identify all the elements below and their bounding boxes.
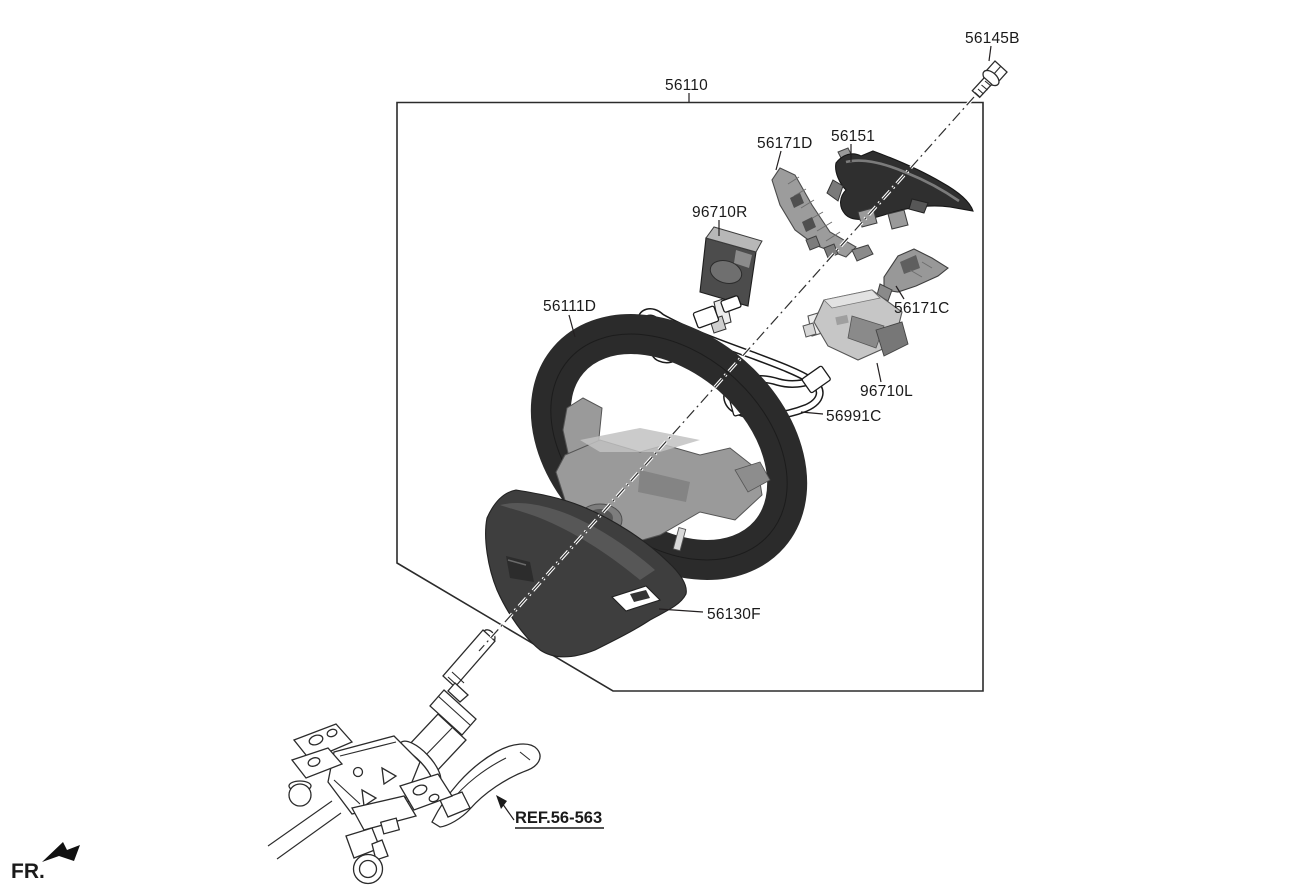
part-label-56171C[interactable]: 56171C <box>894 300 950 317</box>
part-cover-56130F <box>485 489 687 658</box>
reference-label[interactable]: REF.56-563 <box>515 809 602 827</box>
part-label-56151[interactable]: 56151 <box>831 128 875 145</box>
part-label-56171D[interactable]: 56171D <box>757 135 813 152</box>
part-trim-56171C <box>876 248 949 302</box>
part-bezel-56151 <box>826 147 974 230</box>
leader-lines <box>496 45 992 829</box>
part-label-96710R[interactable]: 96710R <box>692 204 748 221</box>
part-switch-96710L <box>802 289 909 361</box>
explosion-axis-line <box>477 95 976 653</box>
front-direction-indicator: FR. <box>11 842 80 883</box>
fr-label: FR. <box>11 860 45 883</box>
part-label-56145B[interactable]: 56145B <box>965 30 1020 47</box>
part-label-96710L[interactable]: 96710L <box>860 383 913 400</box>
fr-direction-arrow-icon <box>42 842 80 862</box>
ref-arrowhead-icon <box>496 795 507 809</box>
part-label-56110[interactable]: 56110 <box>665 77 708 94</box>
part-label-56130F[interactable]: 56130F <box>707 606 761 623</box>
part-label-56991C[interactable]: 56991C <box>826 408 882 425</box>
part-steering-column <box>267 629 541 885</box>
part-bolt-56145B <box>971 60 1008 99</box>
part-label-56111D[interactable]: 56111D <box>543 298 596 315</box>
assembly-boundary-box <box>396 101 984 692</box>
part-switch-96710R <box>699 226 763 334</box>
